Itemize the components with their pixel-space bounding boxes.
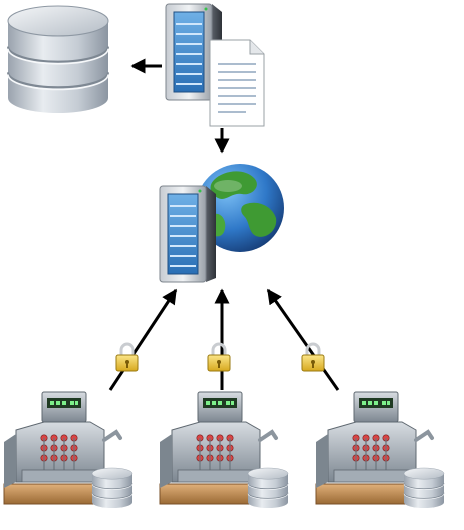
arrow-terminal-3-to-web-server [266,288,340,391]
padlock-icon [206,342,232,373]
arrows [108,58,340,391]
database-icon [6,4,110,115]
cash-register-icon [316,392,444,508]
padlock-icon [300,342,326,373]
web-server [159,164,284,283]
web-server-globe-icon [159,164,284,283]
cash-register-icon [4,392,132,508]
file-server [165,3,265,127]
document-icon [209,39,265,127]
arrow-terminal-1-to-web-server [108,288,178,391]
pos-terminal-1 [4,392,132,508]
padlock-icon [114,342,140,373]
cash-register-icon [160,392,288,508]
pos-terminal-2 [160,392,288,508]
central-database [6,4,110,115]
pos-terminal-3 [316,392,444,508]
server-document-icon [165,3,265,127]
